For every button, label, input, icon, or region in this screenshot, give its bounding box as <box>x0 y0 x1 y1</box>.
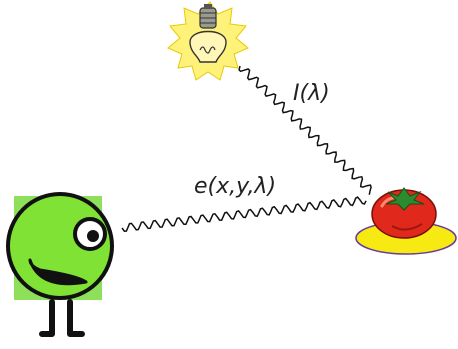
tomato-icon <box>356 188 456 254</box>
emission-ray <box>122 197 366 231</box>
eye-creature-icon <box>8 194 112 334</box>
light-bulb-icon <box>168 2 248 80</box>
illumination-label: I(λ) <box>293 81 330 106</box>
emission-label: e(x,y,λ) <box>194 174 276 199</box>
observer-legs <box>42 302 82 334</box>
